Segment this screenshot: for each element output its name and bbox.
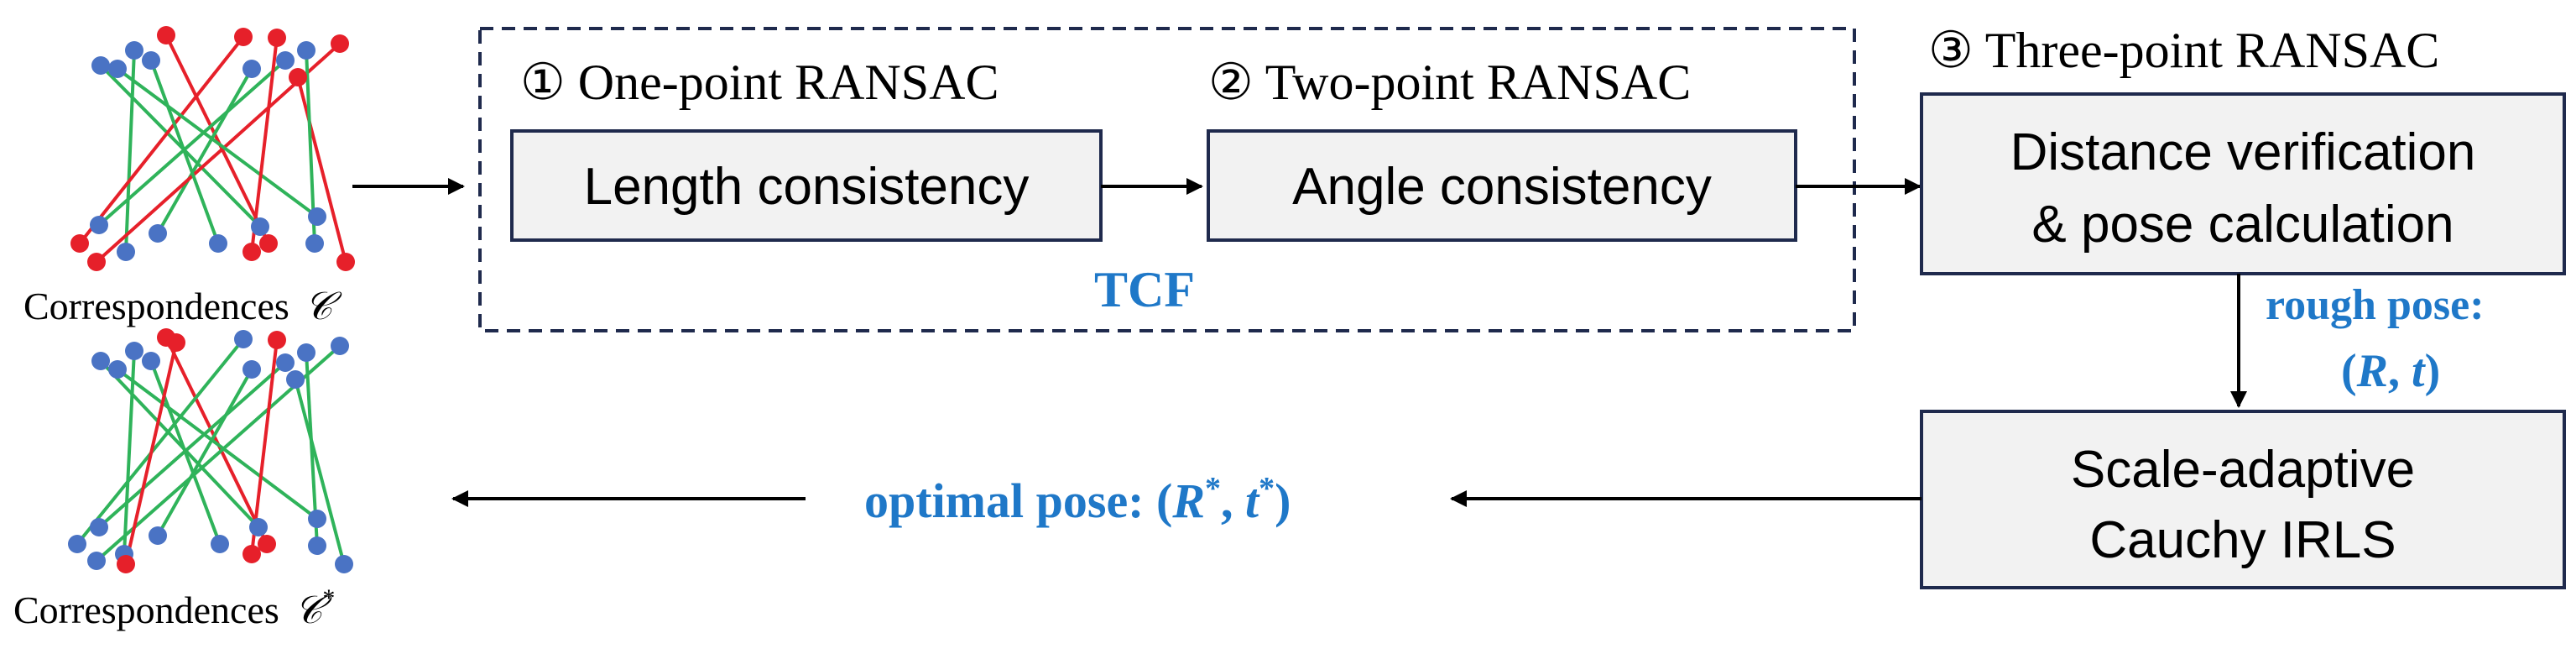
corr-top-inlier-line	[156, 68, 253, 234]
corr-bottom-point	[308, 510, 326, 528]
corr-bottom-point	[242, 545, 261, 563]
correspondences-bottom-superscript: *	[322, 584, 335, 612]
distance-verification-line2: & pose calculation	[2031, 196, 2453, 254]
corr-top-point	[331, 34, 349, 53]
corr-bottom-point	[331, 337, 349, 355]
corr-top-point	[336, 253, 355, 271]
corr-bottom-point	[234, 330, 253, 348]
corr-top-point	[209, 234, 227, 253]
correspondences-graphic-bottom	[68, 328, 353, 573]
corr-bottom-point	[286, 370, 305, 389]
corr-top-point	[251, 217, 269, 236]
length-consistency-label: Length consistency	[584, 158, 1030, 216]
corr-top-point	[308, 207, 326, 226]
corr-bottom-inlier-line	[97, 361, 287, 529]
corr-top-point	[142, 51, 160, 70]
corr-bottom-inlier-line	[123, 350, 136, 555]
corr-top-point	[289, 68, 307, 86]
corr-bottom-point	[268, 331, 286, 349]
corr-top-point	[268, 29, 286, 47]
corr-bottom-point	[90, 518, 108, 536]
corr-bottom-inlier-line	[156, 369, 253, 536]
angle-consistency-box	[1207, 129, 1797, 242]
corr-top-inlier-line	[124, 50, 136, 253]
corr-bottom-point	[242, 360, 261, 379]
tcf-frame	[478, 27, 1856, 332]
corr-top-outlier-line	[296, 76, 347, 263]
corr-bottom-inlier-line	[76, 337, 245, 546]
correspondences-top-symbol: 𝒞	[305, 285, 342, 327]
corr-top-point	[117, 243, 135, 261]
corr-top-outlier-line	[250, 37, 279, 253]
step1-title: ① One-point RANSAC	[520, 55, 999, 110]
cauchy-irls-line1: Scale-adaptive	[2071, 441, 2415, 499]
step3-title: ③ Three-point RANSAC	[1928, 23, 2439, 78]
corr-bottom-outlier-line	[164, 337, 269, 545]
corr-bottom-inlier-line	[99, 359, 260, 529]
cauchy-irls-line2: Cauchy IRLS	[2089, 511, 2396, 569]
corr-top-point	[125, 41, 143, 60]
corr-top-inlier-line	[149, 60, 220, 244]
corr-bottom-point	[258, 535, 276, 553]
corr-top-point	[276, 51, 295, 70]
corr-bottom-outlier-line	[124, 342, 178, 565]
corr-bottom-inlier-line	[149, 360, 222, 545]
corr-bottom-point	[276, 353, 295, 372]
corr-top-point	[70, 234, 89, 253]
corr-top-point	[297, 41, 315, 60]
corr-bottom-point	[125, 342, 143, 360]
corr-top-inlier-line	[116, 67, 319, 218]
corr-bottom-point	[211, 535, 229, 553]
tcf-label: TCF	[1094, 262, 1195, 317]
corr-top-inlier-line	[99, 64, 262, 228]
corr-bottom-point	[142, 352, 160, 370]
corr-bottom-inlier-line	[294, 379, 346, 565]
corr-top-point	[108, 60, 127, 78]
corr-bottom-point	[297, 343, 315, 362]
corr-top-point	[305, 234, 324, 253]
corr-top-outlier-line	[164, 34, 270, 244]
corr-top-point	[91, 56, 110, 75]
corr-bottom-point	[167, 333, 185, 352]
rough-pose-label: rough pose:	[2266, 281, 2485, 329]
cauchy-irls-box	[1920, 410, 2566, 589]
corr-top-point	[87, 253, 106, 271]
corr-bottom-point	[249, 518, 268, 536]
corr-bottom-point	[68, 535, 86, 553]
corr-bottom-point	[108, 360, 127, 379]
corr-top-point	[242, 243, 261, 261]
correspondences-graphic-top	[70, 26, 355, 271]
corr-top-point	[259, 234, 278, 253]
distance-verification-line1: Distance verification	[2010, 123, 2476, 181]
rough-pose-value: (R, t)	[2341, 345, 2440, 397]
distance-verification-box	[1920, 92, 2566, 275]
corr-bottom-point	[117, 555, 135, 573]
step2-title: ② Two-point RANSAC	[1208, 55, 1691, 110]
corr-bottom-point	[308, 536, 326, 555]
corr-top-outlier-line	[78, 35, 245, 245]
corr-top-point	[90, 216, 108, 234]
corr-top-point	[242, 60, 261, 78]
corr-bottom-inlier-line	[116, 368, 319, 521]
corr-bottom-point	[149, 526, 167, 545]
corr-bottom-point	[91, 352, 110, 370]
corr-top-point	[234, 28, 253, 46]
corr-bottom-point	[87, 552, 106, 570]
optimal-pose-label: optimal pose: (R*, t*)	[864, 471, 1291, 528]
corr-top-point	[149, 224, 167, 243]
corr-bottom-point	[335, 555, 353, 573]
corr-top-point	[157, 26, 175, 44]
corr-top-inlier-line	[97, 59, 287, 227]
angle-consistency-label: Angle consistency	[1292, 158, 1712, 216]
